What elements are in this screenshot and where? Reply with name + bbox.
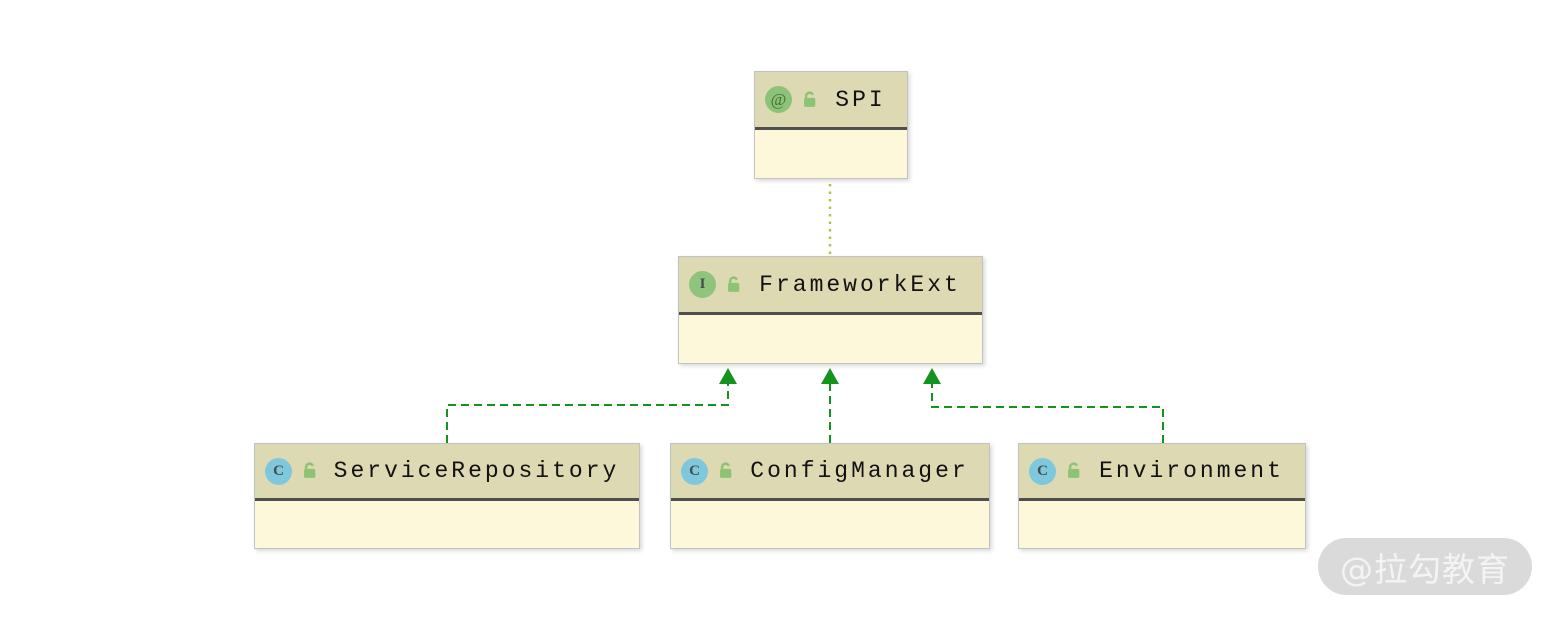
node-name: Environment (1099, 458, 1284, 484)
edge-environment-frameworkext (931, 383, 1164, 443)
node-name: ConfigManager (750, 458, 969, 484)
node-name: SPI (835, 86, 886, 113)
watermark-badge: @拉勾教育 (1318, 538, 1532, 595)
arrowhead-icon (821, 368, 839, 384)
node-body (679, 315, 982, 363)
node-body (255, 501, 639, 548)
public-lock-icon (715, 461, 733, 479)
arrowhead-icon (923, 368, 941, 384)
public-lock-icon (1063, 461, 1081, 479)
annotation-icon: @ (765, 86, 792, 113)
public-lock-icon (723, 275, 741, 293)
public-lock-icon (299, 461, 317, 479)
class-icon: C (265, 457, 292, 485)
class-icon: C (681, 457, 708, 485)
node-environment[interactable]: C Environment (1018, 443, 1306, 549)
node-header: C ConfigManager (671, 444, 989, 501)
node-spi[interactable]: @ SPI (754, 71, 908, 179)
arrowhead-icon (719, 368, 737, 384)
node-header: @ SPI (755, 72, 907, 130)
node-servicerepository[interactable]: C ServiceRepository (254, 443, 640, 549)
node-name: ServiceRepository (333, 458, 620, 484)
node-header: C Environment (1019, 444, 1305, 501)
node-frameworkext[interactable]: I FrameworkExt (678, 256, 983, 364)
node-header: C ServiceRepository (255, 444, 639, 501)
node-header: I FrameworkExt (679, 257, 982, 315)
node-body (671, 501, 989, 548)
public-lock-icon (799, 90, 817, 108)
edge-servicerepository-frameworkext (446, 383, 729, 443)
node-body (755, 130, 907, 178)
interface-icon: I (689, 271, 716, 298)
node-name: FrameworkExt (759, 271, 961, 298)
node-body (1019, 501, 1305, 548)
class-icon: C (1029, 457, 1056, 485)
node-configmanager[interactable]: C ConfigManager (670, 443, 990, 549)
